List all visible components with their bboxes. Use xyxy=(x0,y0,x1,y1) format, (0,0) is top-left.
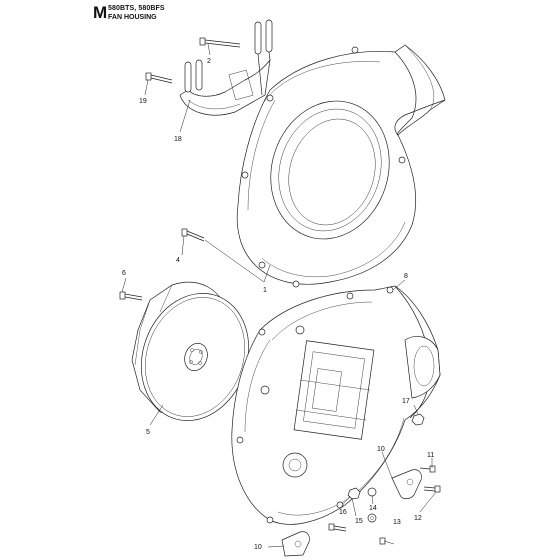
fan-housing-cover xyxy=(236,44,446,288)
part-label-10-right: 10 xyxy=(377,446,385,453)
screw-13-lower xyxy=(379,537,386,545)
screw-12 xyxy=(423,485,441,493)
washer-13 xyxy=(367,513,377,523)
part-label-10-left: 10 xyxy=(254,544,262,551)
part-label-2: 2 xyxy=(207,58,211,65)
nut-17 xyxy=(411,413,425,426)
nut-16 xyxy=(347,487,361,500)
part-label-6: 6 xyxy=(122,270,126,277)
screw-2 xyxy=(199,37,241,48)
screw-6 xyxy=(119,291,143,301)
model-numbers: 580BTS, 580BFS xyxy=(108,5,165,12)
part-label-8: 8 xyxy=(404,273,408,280)
screw-19 xyxy=(145,72,173,84)
part-label-5: 5 xyxy=(146,429,150,436)
part-label-13: 13 xyxy=(393,519,401,526)
mounting-bracket-10-right xyxy=(391,469,422,500)
leader-lines xyxy=(121,43,437,548)
part-label-12: 12 xyxy=(414,515,422,522)
grommet-14 xyxy=(367,487,377,497)
section-letter: M xyxy=(93,3,108,22)
part-label-4: 4 xyxy=(176,257,180,264)
part-label-19: 19 xyxy=(139,98,147,105)
part-label-11: 11 xyxy=(427,452,434,459)
part-labels: 2 19 18 4 6 1 8 5 17 10 11 12 14 13 15 1… xyxy=(122,58,434,551)
rear-fan-housing xyxy=(231,285,441,525)
screw-11 xyxy=(419,465,436,473)
part-label-14: 14 xyxy=(369,505,377,512)
mounting-bracket-10-left xyxy=(281,531,310,557)
part-label-16: 16 xyxy=(339,509,347,516)
part-label-17: 17 xyxy=(402,398,410,405)
part-label-1: 1 xyxy=(263,287,267,294)
part-label-15: 15 xyxy=(355,518,363,525)
fan-wheel xyxy=(131,281,250,421)
screw-4 xyxy=(181,228,205,242)
part-label-18: 18 xyxy=(174,136,182,143)
tube-bracket xyxy=(179,19,273,116)
section-title: FAN HOUSING xyxy=(108,14,157,21)
screw-15 xyxy=(328,523,347,532)
